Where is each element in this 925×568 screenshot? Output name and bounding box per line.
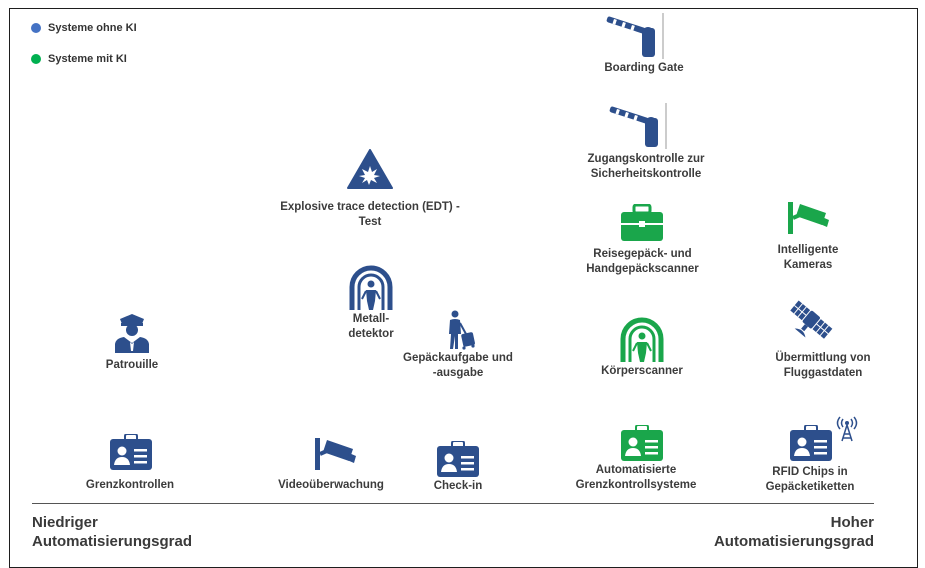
body-scanner-label: Körperscanner [601,365,683,377]
id-card-icon [621,425,663,461]
security-camera-icon [788,202,829,234]
police-officer-icon [115,314,149,353]
baggage-drop-label: Gepäckaufgabe und -ausgabe [403,352,513,379]
antenna-icon [836,416,858,442]
legend-blue-dot [31,23,41,33]
barrier-gate-icon [606,13,664,59]
smart-cameras-label: Intelligente Kameras [777,244,839,271]
id-card-icon [110,434,152,470]
item-metal-detector: Metall- detektor [326,312,416,342]
item-auto-border: Automatisierte Grenzkontrollsysteme [556,463,716,493]
id-card-icon [437,441,479,477]
item-video-surveillance: Videoüberwachung [262,478,400,493]
item-body-scanner: Körperscanner [584,364,700,379]
briefcase-icon [621,204,663,241]
id-card-icon [790,425,832,461]
legend-with-ai: Systeme mit KI [31,53,127,65]
item-boarding-gate: Boarding Gate [584,61,704,76]
automation-axis-line [32,503,874,504]
metal-detector-label: Metall- detektor [348,313,394,340]
item-baggage-scanner: Reisegepäck- und Handgepäckscanner [570,247,715,277]
item-access-control: Zugangskontrolle zur Sicherheitskontroll… [566,152,726,182]
item-border-control: Grenzkontrollen [70,478,190,493]
item-rfid: RFID Chips in Gepäcketiketten [745,465,875,495]
body-scanner-icon [620,317,664,362]
auto-border-label: Automatisierte Grenzkontrollsysteme [575,464,697,491]
axis-high-label: Hoher Automatisierungsgrad [713,514,874,550]
item-smart-cameras: Intelligente Kameras [758,243,858,273]
barrier-gate-icon [609,103,667,149]
patrol-label: Patrouille [105,359,159,371]
rfid-label: RFID Chips in Gepäcketiketten [765,466,855,493]
video-surveillance-label: Videoüberwachung [278,479,384,491]
item-flight-data: Übermittlung von Fluggastdaten [748,351,898,381]
explosion-warning-icon [347,149,393,189]
edt-label: Explosive trace detection (EDT) - Test [280,201,460,228]
checkin-label: Check-in [433,480,483,492]
axis-low-label: Niedriger Automatisierungsgrad [32,514,193,550]
item-checkin: Check-in [418,479,498,494]
security-camera-icon [315,438,356,470]
legend-without-ai: Systeme ohne KI [31,22,137,34]
flight-data-label: Übermittlung von Fluggastdaten [775,352,871,379]
item-patrol: Patrouille [82,358,182,373]
legend-with-ai-label: Systeme mit KI [48,53,127,65]
border-control-label: Grenzkontrollen [85,479,175,491]
item-baggage-drop: Gepäckaufgabe und -ausgabe [388,351,528,381]
legend-green-dot [31,54,41,64]
baggage-scanner-label: Reisegepäck- und Handgepäckscanner [586,248,699,275]
access-control-label: Zugangskontrolle zur Sicherheitskontroll… [587,153,705,180]
legend-without-ai-label: Systeme ohne KI [48,22,137,34]
satellite-icon [790,300,833,339]
traveler-luggage-icon [449,310,475,350]
metal-detector-icon [349,265,393,310]
item-edt: Explosive trace detection (EDT) - Test [255,200,485,230]
boarding-gate-label: Boarding Gate [604,62,684,74]
